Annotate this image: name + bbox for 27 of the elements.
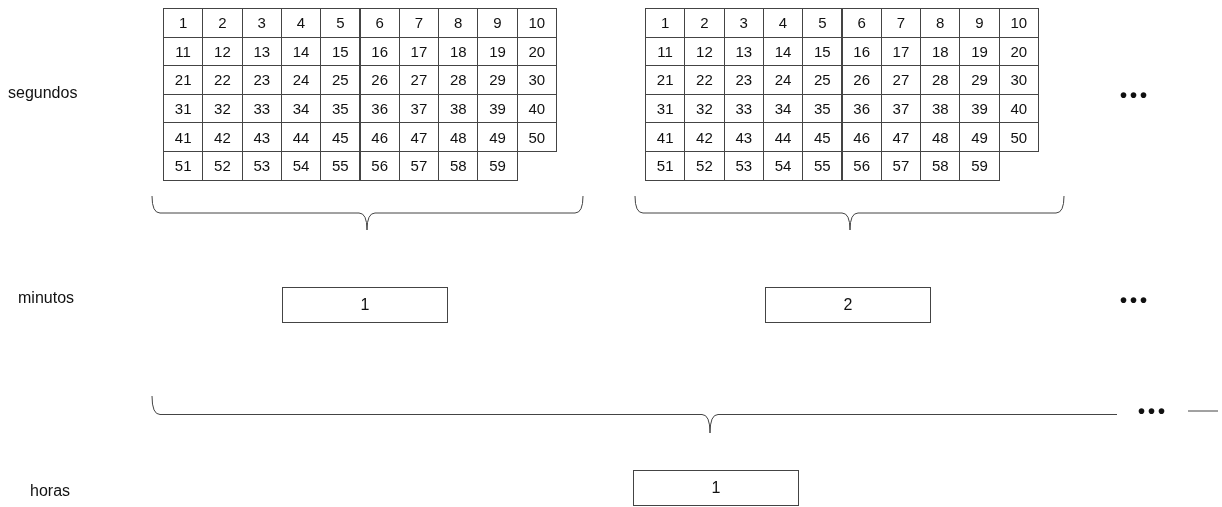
row-label: segundos <box>8 84 78 102</box>
table-cell: 51 <box>163 151 204 181</box>
row-label: minutos <box>18 289 75 307</box>
table-cell: 59 <box>959 151 1000 181</box>
table-cell: 55 <box>802 151 843 181</box>
table-cell: 5 <box>802 8 843 38</box>
table-cell: 6 <box>841 8 882 38</box>
table-cell: 51 <box>645 151 686 181</box>
table-cell: 10 <box>998 8 1039 38</box>
table-cell: 55 <box>320 151 361 181</box>
table-cell: 5 <box>320 8 361 38</box>
table-cell: 1 <box>163 8 204 38</box>
count-box: 1 <box>633 470 799 506</box>
table-cell: 59 <box>477 151 518 181</box>
table-cell: 50 <box>516 122 557 152</box>
ellipsis: ••• <box>1120 84 1150 107</box>
table-cell: 10 <box>516 8 557 38</box>
table-cell: 50 <box>998 122 1039 152</box>
table-cell: 1 <box>645 8 686 38</box>
table-cell: 6 <box>359 8 400 38</box>
row-label: horas <box>30 482 71 500</box>
count-box: 2 <box>765 287 931 323</box>
count-box: 1 <box>282 287 448 323</box>
table-cell: 56 <box>359 151 400 181</box>
ellipsis: ••• <box>1120 289 1150 312</box>
ellipsis: ••• <box>1138 400 1168 423</box>
table-cell: 56 <box>841 151 882 181</box>
